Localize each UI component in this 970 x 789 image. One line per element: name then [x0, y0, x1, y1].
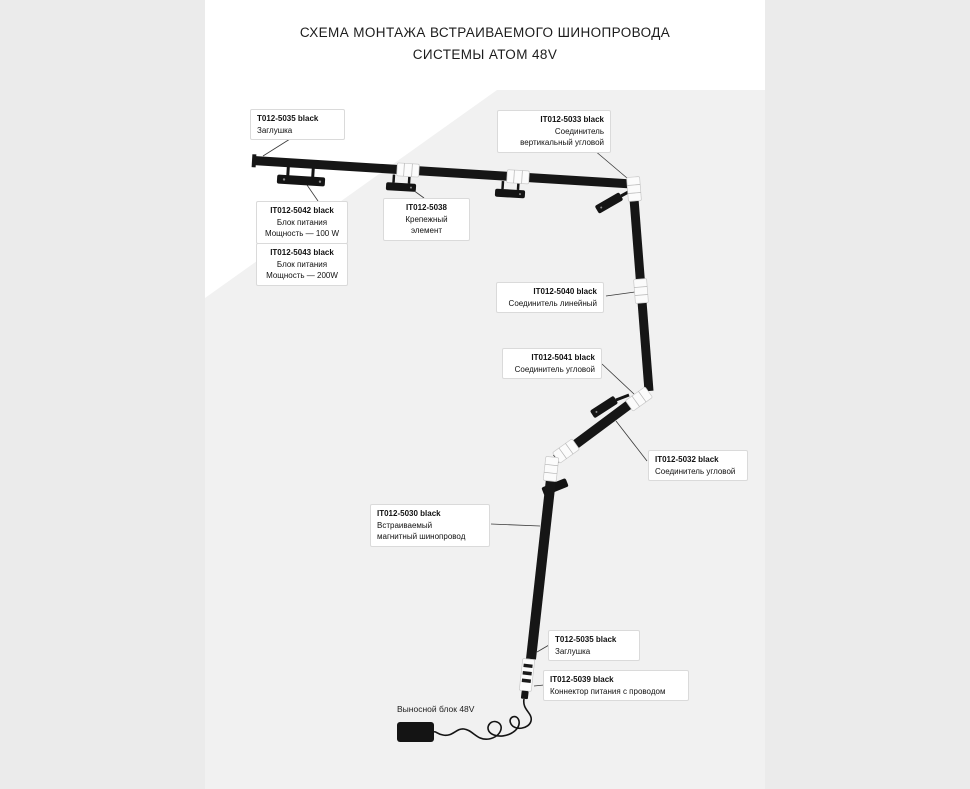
mount-clip — [385, 174, 417, 192]
part-code: IT012-5042 black — [270, 206, 334, 215]
power-cable — [433, 698, 532, 740]
part-desc: Соединитель линейный — [508, 298, 597, 308]
part-code: IT012-5033 black — [540, 115, 604, 124]
part-code: IT012-5039 black — [550, 675, 614, 684]
wall-fitting — [590, 396, 618, 418]
part-desc: Соединитель угловой — [514, 364, 595, 374]
power-feed-connector — [519, 658, 535, 700]
linear-connector — [633, 278, 649, 304]
part-desc: Соединитель угловой — [655, 466, 736, 476]
callout-end-cap-bottom: T012-5035 black Заглушка — [548, 630, 640, 662]
leader-line — [615, 420, 648, 462]
part-code: IT012-5040 black — [533, 287, 597, 296]
part-code: IT012-5041 black — [531, 353, 595, 362]
part-desc: Блок питания — [276, 217, 328, 227]
page-title-line2: СИСТЕМЫ АТОМ 48V — [412, 46, 558, 62]
corner-connector — [625, 386, 653, 412]
part-desc: Блок питания — [276, 259, 328, 269]
leader-line — [490, 523, 541, 527]
part-desc: магнитный шинопровод — [377, 532, 466, 542]
connector-sleeve — [506, 169, 530, 185]
callout-corner-connector-2: IT012-5032 black Соединитель угловой — [648, 450, 748, 482]
connector-sleeves — [396, 162, 653, 482]
callout-power-connector: IT012-5039 black Коннектор питания с про… — [543, 670, 689, 702]
leader-line — [533, 684, 545, 687]
part-desc: Заглушка — [257, 125, 293, 135]
front-track — [526, 460, 558, 660]
part-code: IT012-5038 — [406, 203, 447, 212]
leader-line — [593, 149, 628, 179]
callout-psu-200: IT012-5043 black Блок питания Мощность —… — [256, 243, 348, 286]
mount-clip — [494, 180, 526, 199]
part-desc: Заглушка — [555, 646, 591, 656]
callout-linear-connector: IT012-5040 black Соединитель линейный — [496, 282, 604, 314]
part-code: IT012-5043 black — [270, 248, 334, 257]
part-desc: Коннектор питания с проводом — [550, 686, 666, 696]
fitting-stem — [615, 393, 630, 402]
page-title: СХЕМА МОНТАЖА ВСТРАИВАЕМОГО ШИНОПРОВОДА … — [205, 22, 765, 65]
callout-psu-100: IT012-5042 black Блок питания Мощность —… — [256, 201, 348, 244]
callout-magnetic-track: IT012-5030 black Встраиваемый магнитный … — [370, 504, 490, 547]
part-code: IT012-5032 black — [655, 455, 719, 464]
part-desc: Мощность — 100 W — [264, 229, 340, 239]
part-code: T012-5035 black — [555, 635, 617, 644]
part-code: T012-5035 black — [257, 114, 319, 123]
part-desc: Соединитель — [554, 126, 604, 136]
leader-line — [262, 138, 291, 157]
ceiling-track — [252, 156, 633, 189]
leader-lines — [262, 138, 648, 687]
part-code: IT012-5030 black — [377, 509, 441, 518]
wall-fitting — [595, 192, 623, 214]
callout-corner-connector-1: IT012-5041 black Соединитель угловой — [502, 348, 602, 380]
part-desc: Встраиваемый — [377, 520, 433, 530]
page-title-line1: СХЕМА МОНТАЖА ВСТРАИВАЕМОГО ШИНОПРОВОДА — [299, 25, 671, 40]
callout-end-cap-top: T012-5035 black Заглушка — [250, 109, 345, 141]
leader-line — [601, 363, 635, 395]
external-power-block — [397, 722, 434, 742]
leader-line — [605, 291, 636, 297]
vertical-corner-connector — [626, 176, 642, 202]
external-block-label: Выносной блок 48V — [397, 704, 475, 714]
end-cap-top-piece — [251, 154, 257, 168]
connector-sleeve — [396, 162, 420, 178]
corner-connector — [543, 456, 559, 482]
psu-block — [276, 166, 326, 187]
callout-mounting-element: IT012-5038 Крепежный элемент — [383, 198, 470, 241]
leader-line — [306, 184, 319, 202]
part-desc: вертикальный угловой — [520, 138, 604, 148]
callout-corner-vertical: IT012-5033 black Соединитель вертикальны… — [497, 110, 611, 153]
leader-line — [536, 644, 550, 653]
part-desc: Крепежный элемент — [405, 214, 448, 236]
part-desc: Мощность — 200W — [266, 271, 338, 281]
